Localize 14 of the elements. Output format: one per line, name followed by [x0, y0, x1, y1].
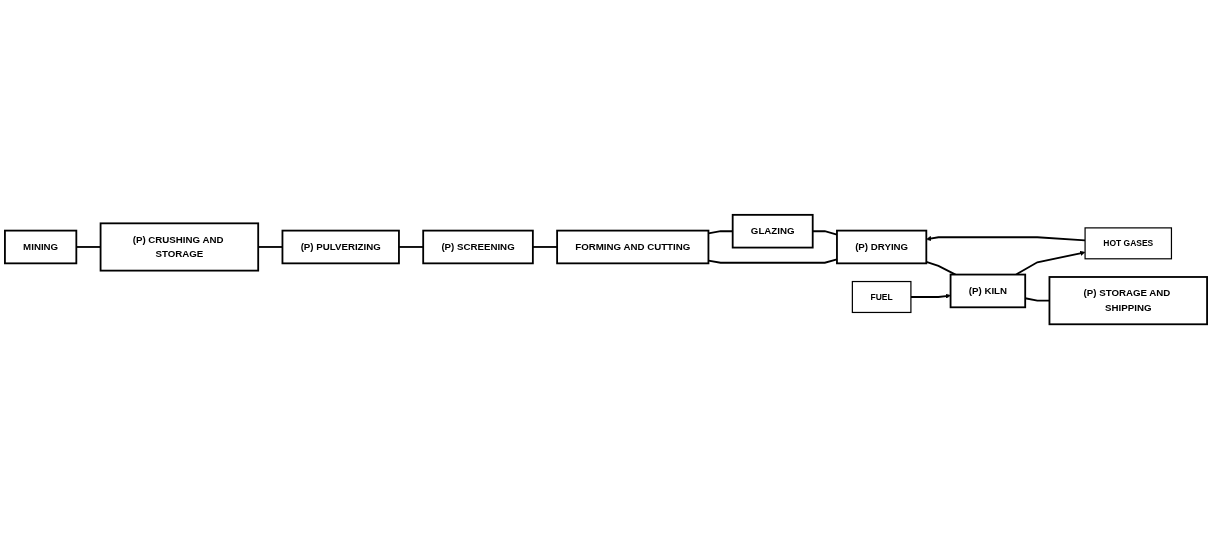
- node-box: HOT GASES: [1084, 227, 1173, 260]
- node-box: FUEL: [851, 281, 912, 314]
- node-box: (P) DRYING: [836, 230, 928, 265]
- node-box: FORMING AND CUTTING: [556, 230, 710, 265]
- arrow: [926, 236, 1086, 242]
- node-box: (P) STORAGE AND SHIPPING: [1048, 276, 1208, 326]
- arrow: [1015, 251, 1086, 276]
- node-box: MINING: [4, 230, 78, 265]
- node-box: (P) KILN: [949, 274, 1027, 309]
- arrow: [910, 293, 951, 300]
- node-box: (P) CRUSHING AND STORAGE: [99, 222, 260, 272]
- node-box: (P) PULVERIZING: [281, 230, 400, 265]
- node-box: (P) SCREENING: [422, 230, 534, 265]
- node-box: GLAZING: [731, 214, 814, 249]
